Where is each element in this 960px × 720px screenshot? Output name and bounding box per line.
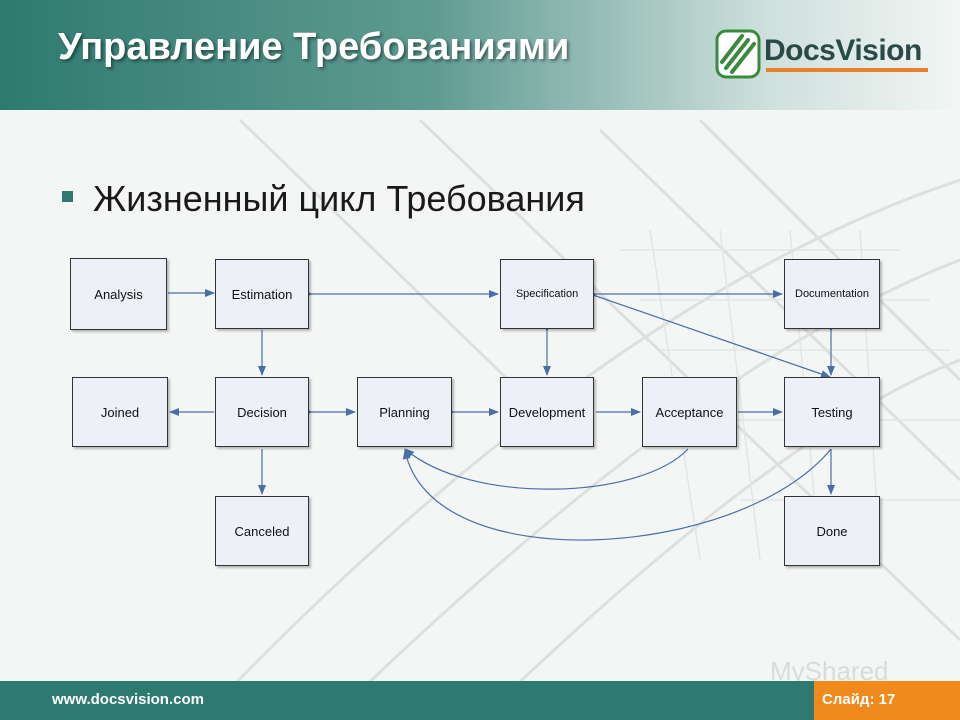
logo-underline — [766, 68, 928, 72]
node-done: Done — [784, 496, 880, 566]
node-testing: Testing — [784, 377, 880, 447]
slide-number-box: Слайд: 17 — [814, 681, 960, 720]
docsvision-logo: DocsVision — [714, 28, 934, 84]
arrow-acceptance-planning — [404, 448, 689, 490]
logo-emblem-icon — [715, 29, 761, 79]
node-development: Development — [500, 377, 594, 447]
slide-number: Слайд: 17 — [822, 691, 896, 708]
node-joined: Joined — [72, 377, 168, 447]
node-canceled: Canceled — [215, 496, 309, 566]
footer-band: www.docsvision.com Слайд: 17 — [0, 681, 960, 720]
node-acceptance: Acceptance — [642, 377, 737, 447]
node-estimation: Estimation — [215, 259, 309, 329]
slide-title: Управление Требованиями — [58, 26, 570, 68]
node-documentation: Documentation — [784, 259, 880, 329]
node-planning: Planning — [357, 377, 452, 447]
header-band: Управление Требованиями DocsVision — [0, 0, 960, 110]
node-decision: Decision — [215, 377, 309, 447]
bullet-square-icon — [62, 191, 73, 202]
logo-wordmark: DocsVision — [764, 34, 922, 67]
bullet-text: Жизненный цикл Требования — [93, 178, 585, 219]
arrow-specification-testing — [586, 289, 831, 378]
footer-website-link[interactable]: www.docsvision.com — [52, 691, 204, 708]
node-analysis: Analysis — [70, 258, 167, 330]
node-specification: Specification — [500, 259, 594, 329]
arrow-testing-planning — [402, 448, 832, 541]
